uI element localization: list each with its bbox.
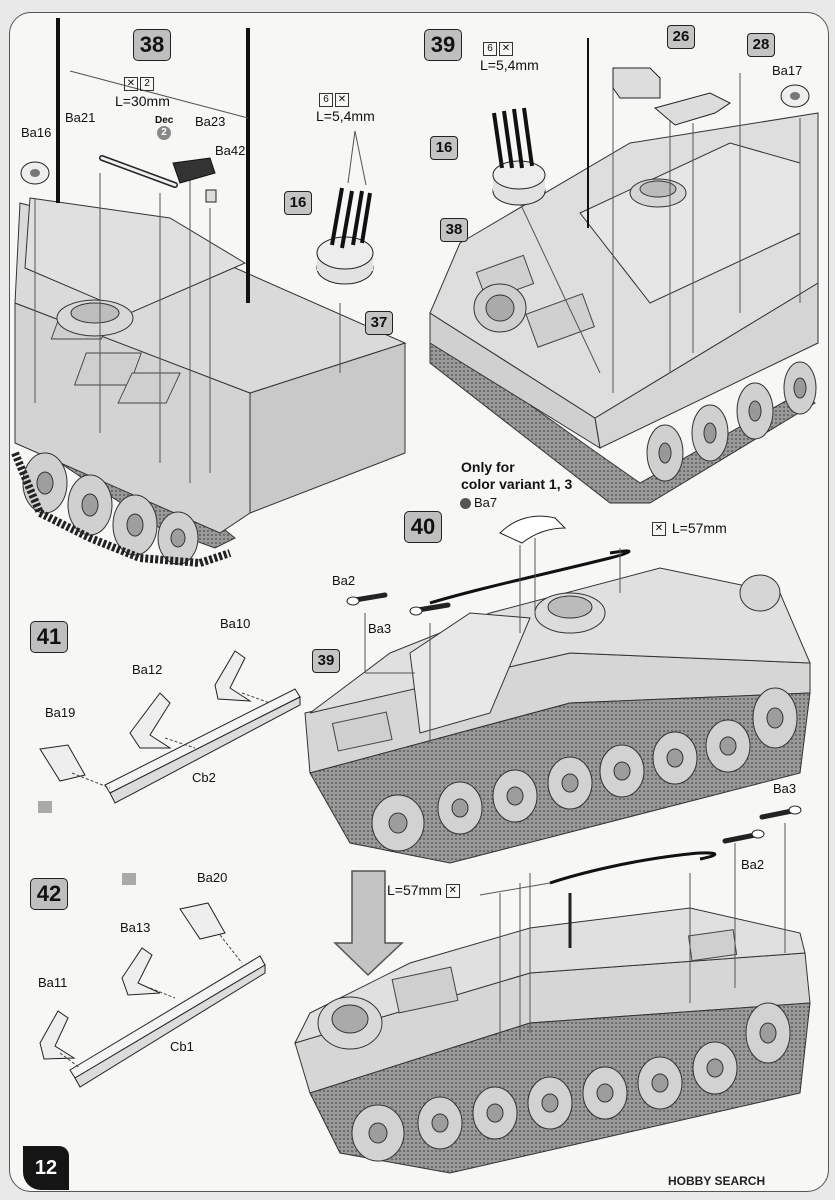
step-40-number: 40 [404, 511, 442, 543]
part-label-ba19: Ba19 [45, 705, 76, 720]
step-39-number: 39 [424, 29, 462, 61]
cut-icon: ✕ [652, 522, 666, 537]
step40-tank-hull [304, 515, 811, 864]
part-label-ba42: Ba42 [215, 143, 246, 158]
step38-pin-length: L=5,4mm [316, 108, 375, 124]
qty-box: 6 [319, 93, 333, 108]
ref-badge-39: 39 [312, 649, 340, 673]
cut-icon: ✕ [499, 42, 513, 57]
note-line-1: Only for [461, 459, 515, 475]
cut-icon: ✕ [335, 93, 349, 108]
ref-badge-38: 38 [440, 218, 468, 242]
step41-parts [38, 650, 301, 813]
wire-length-text: L=57mm [671, 520, 727, 536]
part-label-ba17: Ba17 [772, 63, 803, 78]
step-42-number: 42 [30, 878, 68, 910]
step-41-number: 41 [30, 621, 68, 653]
qty-box: 6 [483, 42, 497, 57]
instruction-sheet: 38 39 40 41 42 16 37 16 38 26 28 39 ✕2 L… [9, 12, 829, 1192]
part-label-ba10: Ba10 [220, 616, 251, 631]
step39-pin-length: L=5,4mm [480, 57, 539, 73]
color-variant-note: Only for color variant 1, 3 [461, 459, 572, 493]
ref-badge-26: 26 [667, 25, 695, 49]
part-label-ba3: Ba3 [368, 621, 392, 636]
final-wire-length: L=57mm ✕ [387, 882, 462, 899]
part-label-ba21: Ba21 [65, 110, 96, 125]
ref-badge-16: 16 [284, 191, 312, 215]
ref-badge-16: 16 [430, 136, 458, 160]
step38-part16-assembly [316, 130, 374, 285]
footer-logo: HOBBY SEARCH [668, 1174, 766, 1188]
page-number: 12 [23, 1146, 69, 1190]
step42-parts [39, 873, 266, 1088]
step-38-number: 38 [133, 29, 171, 61]
step38-pin-quantity: 6✕ [319, 91, 351, 108]
decal-label: Dec [155, 115, 174, 126]
cut-icon: ✕ [445, 884, 460, 899]
part-label-ba13: Ba13 [120, 920, 151, 935]
part-label-ba16: Ba16 [21, 125, 52, 140]
glue-icon [460, 498, 471, 510]
step38-cut-quantity: ✕2 [124, 75, 156, 92]
part-label-ba12: Ba12 [132, 662, 163, 677]
ref-badge-37: 37 [365, 311, 393, 335]
part-label-ba7: Ba7 [460, 495, 497, 510]
note-line-2: color variant 1, 3 [461, 476, 573, 492]
flow-arrow [333, 870, 404, 977]
ref-badge-28: 28 [747, 33, 775, 57]
step40-wire-length: ✕ L=57mm [652, 520, 727, 537]
final-tank-hull [294, 805, 811, 1174]
part-label-ba11: Ba11 [38, 975, 68, 990]
part-label-ba2-final: Ba2 [741, 857, 765, 872]
qty-box: 2 [140, 77, 154, 92]
part-label-ba20: Ba20 [197, 870, 228, 885]
decal-number-badge: 2 [157, 126, 171, 140]
step38-tank-hull [11, 18, 407, 568]
part-label-cb1: Cb1 [170, 1039, 194, 1054]
step39-tank-hull [429, 38, 819, 504]
part-label-ba3-final: Ba3 [773, 781, 797, 796]
cut-icon: ✕ [124, 77, 138, 92]
part-label-cb2: Cb2 [192, 770, 216, 785]
part-label-ba7-text: Ba7 [474, 495, 498, 510]
assembly-illustrations [11, 18, 819, 1174]
part-label-ba23: Ba23 [195, 114, 226, 129]
step38-length: L=30mm [115, 93, 170, 109]
part-label-ba2: Ba2 [332, 573, 356, 588]
final-wire-length-text: L=57mm [387, 882, 442, 898]
step39-pin-quantity: 6✕ [483, 40, 515, 57]
step39-part16-assembly [492, 107, 546, 206]
